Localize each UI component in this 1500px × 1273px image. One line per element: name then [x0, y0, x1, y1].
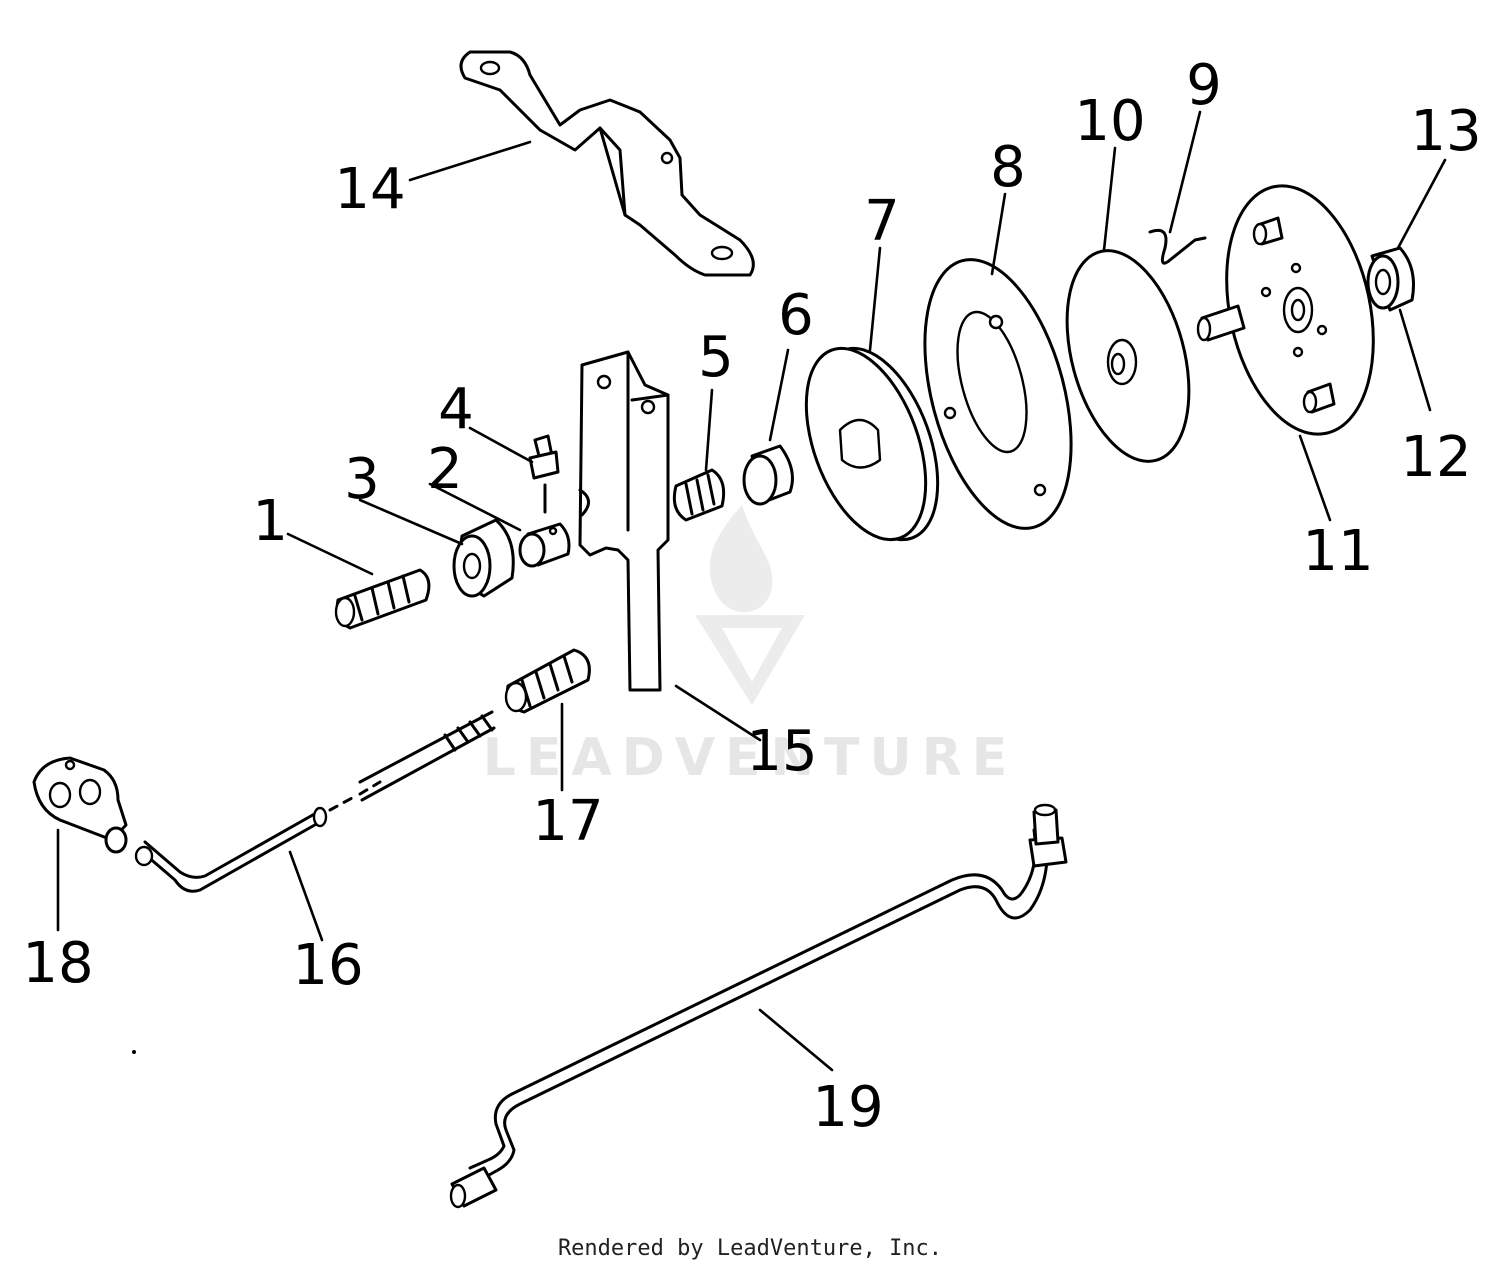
- part-16-rod: [134, 710, 496, 893]
- part-15-plate: [578, 350, 670, 692]
- part-17-spring: [504, 648, 591, 714]
- part-2-bushing: [518, 522, 571, 568]
- part-6-bushing: [742, 444, 794, 506]
- part-7-disc: [804, 346, 940, 542]
- part-19-tube: [449, 803, 1068, 1209]
- callout-8: 8: [990, 135, 1026, 200]
- callout-12: 12: [1400, 425, 1471, 490]
- part-18-arm: [32, 756, 128, 854]
- part-11-plate: [1196, 184, 1375, 436]
- callout-5: 5: [698, 325, 734, 390]
- callout-14: 14: [334, 157, 405, 222]
- callouts: 1 2 3 4 5 6 7 8 9 10 11 12 13 14 15 16 1…: [22, 53, 1481, 1140]
- callout-6: 6: [778, 283, 814, 348]
- watermark-logo: [695, 505, 805, 705]
- callout-19: 19: [812, 1075, 883, 1140]
- leader-lines: [56, 110, 1447, 1072]
- callout-2: 2: [427, 437, 463, 502]
- footer-credit: Rendered by LeadVenture, Inc.: [557, 1236, 943, 1261]
- stray-dot: [132, 1050, 136, 1054]
- callout-15: 15: [746, 719, 817, 784]
- part-14-bracket: [459, 50, 755, 277]
- part-9-clip: [1148, 228, 1207, 265]
- callout-13: 13: [1410, 99, 1481, 164]
- part-4-grease-fitting: [528, 434, 560, 514]
- callout-18: 18: [22, 931, 93, 996]
- callout-17: 17: [532, 789, 603, 854]
- callout-7: 7: [864, 189, 900, 254]
- callout-1: 1: [252, 489, 288, 554]
- part-5-spring: [672, 468, 726, 522]
- callout-3: 3: [344, 447, 380, 512]
- callout-4: 4: [438, 377, 474, 442]
- part-10-disc: [1065, 249, 1191, 463]
- callout-10: 10: [1074, 89, 1145, 154]
- watermark-text: LEADVENTURE: [483, 728, 1018, 788]
- callout-11: 11: [1302, 519, 1373, 584]
- callout-9: 9: [1186, 53, 1222, 118]
- part-3-bearing: [452, 518, 515, 598]
- part-8-ring: [923, 258, 1073, 530]
- part-1-spring: [334, 568, 431, 630]
- callout-16: 16: [292, 933, 363, 998]
- part-12-13-bearing: [1366, 246, 1415, 312]
